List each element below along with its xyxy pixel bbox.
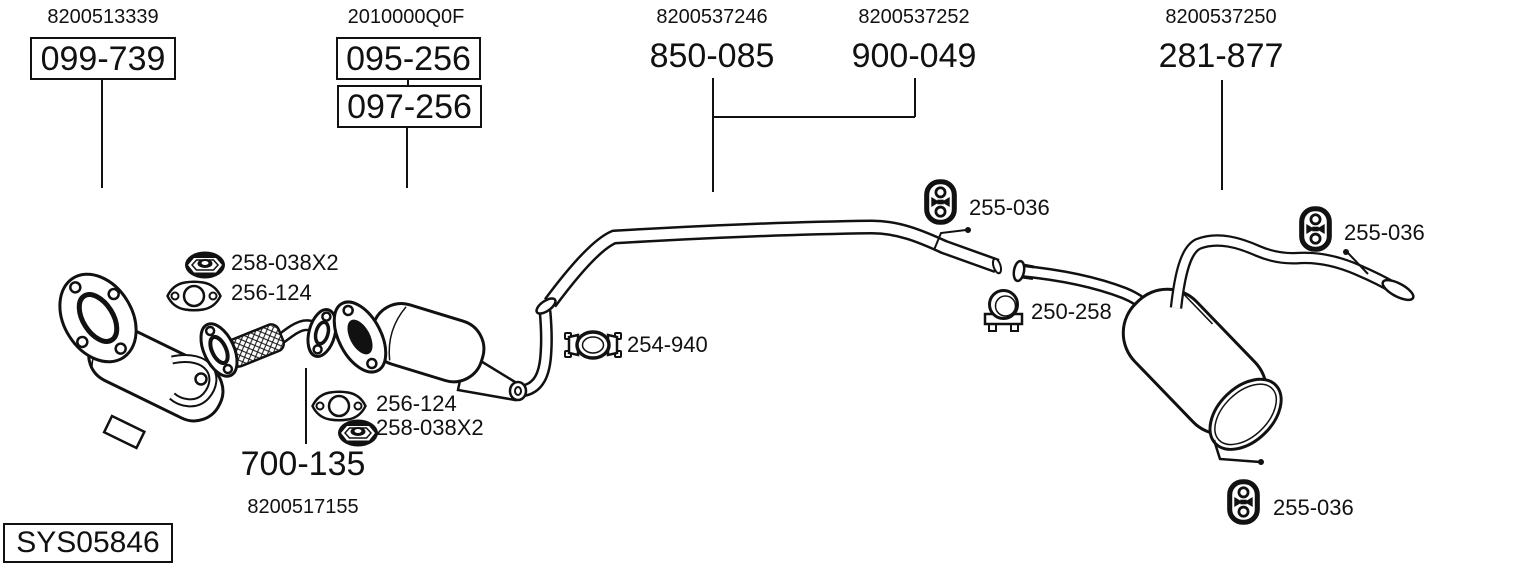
part-code-center-silencer: 700-135 [240, 445, 366, 483]
rubber-hanger-icon [924, 179, 957, 225]
rubber-hanger-icon [1227, 479, 1260, 525]
oem-number-center-pipe: 8200537246 [656, 6, 768, 28]
hardware-label-hanger-rear: 255-036 [1273, 495, 1354, 520]
rubber-hanger-icon [1299, 206, 1332, 252]
flange-nut-icon [185, 251, 225, 279]
part-code-rear-pipe: 900-049 [851, 37, 977, 75]
catalytic-converter-drawing [58, 272, 225, 450]
oem-number-rear-pipe: 8200537252 [858, 6, 970, 28]
center-silencer-drawing [332, 297, 557, 402]
oem-number-catalyst: 8200513339 [47, 6, 159, 28]
hardware-label-hanger-tail: 255-036 [1344, 220, 1425, 245]
u-bolt-clamp-icon [983, 289, 1024, 332]
oem-number-front-pipe: 2010000Q0F [347, 6, 465, 28]
gasket-icon [166, 280, 222, 312]
system-code: SYS05846 [3, 523, 173, 563]
flex-pipe-drawing [199, 308, 338, 378]
oem-number-center-silencer: 8200517155 [247, 496, 359, 518]
hardware-label-nut-center: 258-038X2 [376, 415, 484, 440]
part-code-front-pipe-alt: 097-256 [337, 85, 482, 128]
part-code-front-pipe-primary: 095-256 [336, 37, 481, 80]
center-pipe-drawing [543, 219, 1003, 308]
leader-lines [101, 78, 1223, 444]
pipe-clamp-icon [564, 330, 622, 360]
gasket-icon [311, 390, 367, 422]
hardware-label-gasket-front: 256-124 [231, 280, 312, 305]
hardware-label-clamp-rear: 250-258 [1031, 299, 1112, 324]
tail-pipe-drawing [1169, 234, 1415, 309]
part-code-rear-silencer: 281-877 [1158, 37, 1284, 75]
hardware-label-hanger-center: 255-036 [969, 195, 1050, 220]
oem-number-rear-silencer: 8200537250 [1165, 6, 1277, 28]
flange-nut-icon [338, 419, 378, 447]
hardware-label-clamp-center: 254-940 [627, 332, 708, 357]
hardware-label-gasket-center: 256-124 [376, 391, 457, 416]
part-code-center-pipe: 850-085 [649, 37, 775, 75]
part-code-catalyst: 099-739 [30, 37, 176, 80]
rear-silencer-drawing [1121, 287, 1283, 465]
hardware-label-nut-front: 258-038X2 [231, 250, 339, 275]
